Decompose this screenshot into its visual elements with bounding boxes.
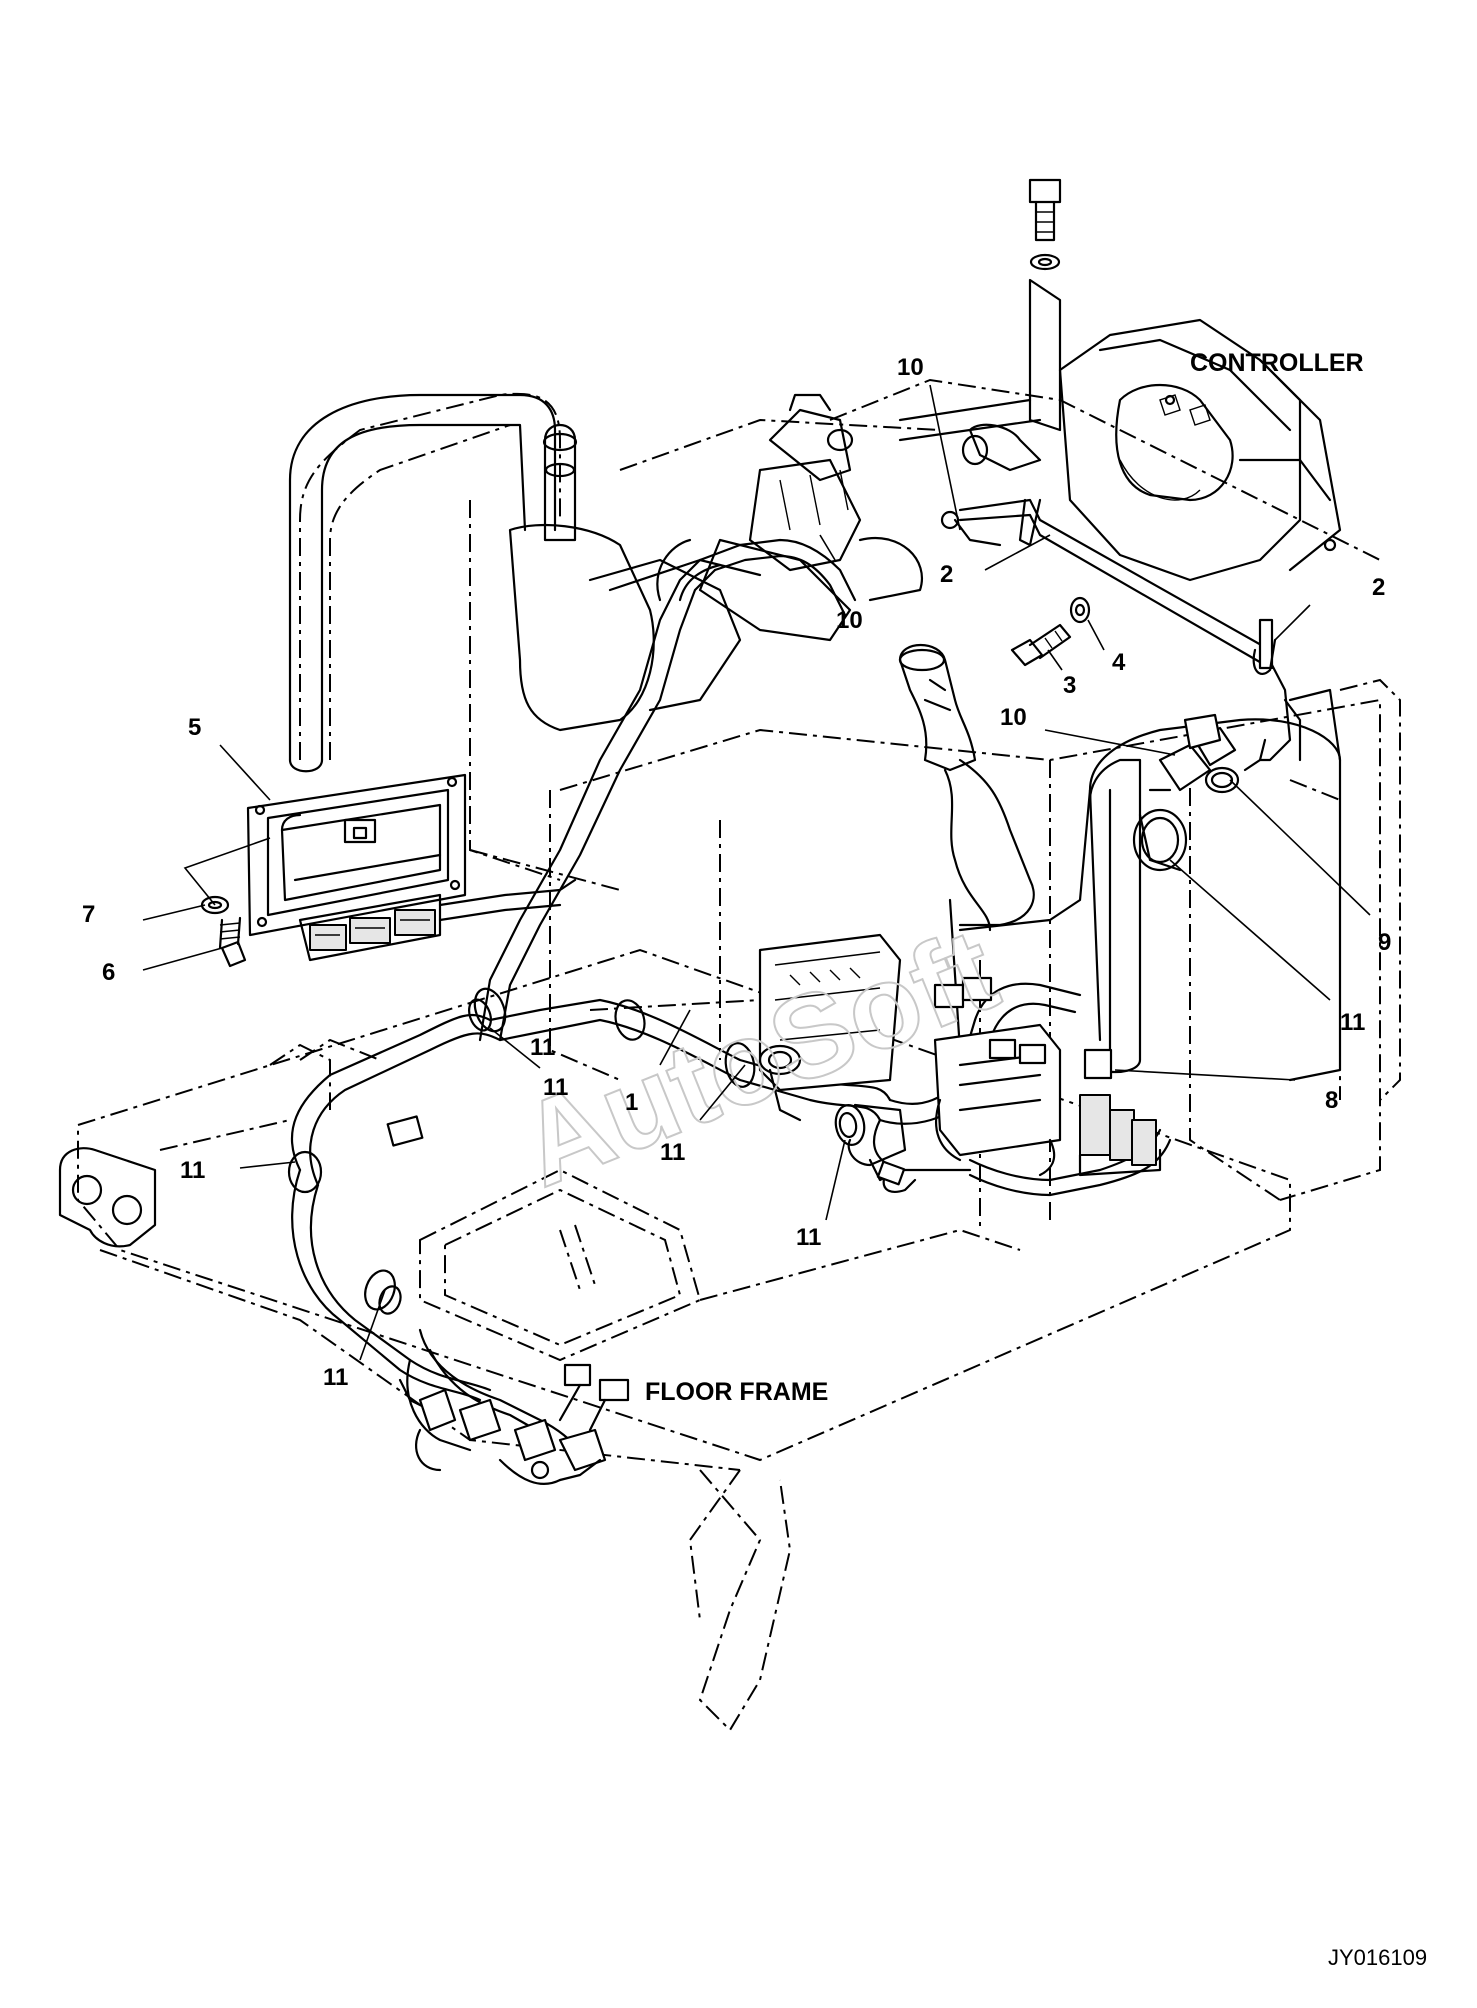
callout-11-right: 11: [1340, 1009, 1365, 1036]
washer-part-4: [1069, 596, 1091, 624]
label-floor-frame: FLOOR FRAME: [645, 1378, 828, 1406]
handrail-right: [1088, 688, 1342, 1082]
callout-11-left: 11: [180, 1157, 205, 1184]
callout-11-lower: 11: [543, 1074, 568, 1101]
floor-frame-outline: [58, 948, 1291, 1732]
cab-frame-outline: [299, 378, 1401, 1230]
callout-9: 9: [1378, 929, 1391, 956]
left-console: [508, 424, 742, 732]
connector-cluster-right: [1132, 713, 1267, 872]
callout-4: 4: [1112, 649, 1126, 676]
callout-leaders: [142, 384, 1371, 1361]
callout-11-center: 11: [660, 1139, 685, 1166]
center-switch-cluster: [608, 393, 923, 642]
callout-1: 1: [625, 1089, 638, 1116]
ecm-part-5: [246, 773, 577, 962]
callout-2-left: 2: [940, 561, 953, 588]
callout-8: 8: [1325, 1087, 1338, 1114]
bolt-part-3: [1010, 623, 1072, 667]
callout-11-bottom: 11: [796, 1224, 821, 1251]
floor-harness-connectors: [398, 1328, 630, 1485]
callout-10-mid: 10: [836, 607, 863, 634]
callout-6: 6: [102, 959, 115, 986]
drawing-id: JY016109: [1328, 1945, 1427, 1970]
main-harness-part-1: [290, 538, 1172, 1402]
harness-bar-part-2: [940, 498, 1302, 762]
callout-11-floor: 11: [323, 1364, 348, 1391]
label-controller: CONTROLLER: [1190, 349, 1364, 377]
bolt-part-6: [218, 916, 247, 968]
callout-10-top: 10: [897, 354, 924, 381]
clamp-grommets-part-11: [287, 987, 917, 1315]
callout-5: 5: [188, 714, 201, 741]
callout-7: 7: [82, 901, 95, 928]
callout-10-right: 10: [1000, 704, 1027, 731]
callout-11-upper: 11: [530, 1034, 555, 1061]
callout-2-right: 2: [1372, 574, 1385, 601]
callout-3: 3: [1063, 672, 1076, 699]
controller-unit: [898, 178, 1342, 582]
handrail-left: [288, 393, 557, 773]
